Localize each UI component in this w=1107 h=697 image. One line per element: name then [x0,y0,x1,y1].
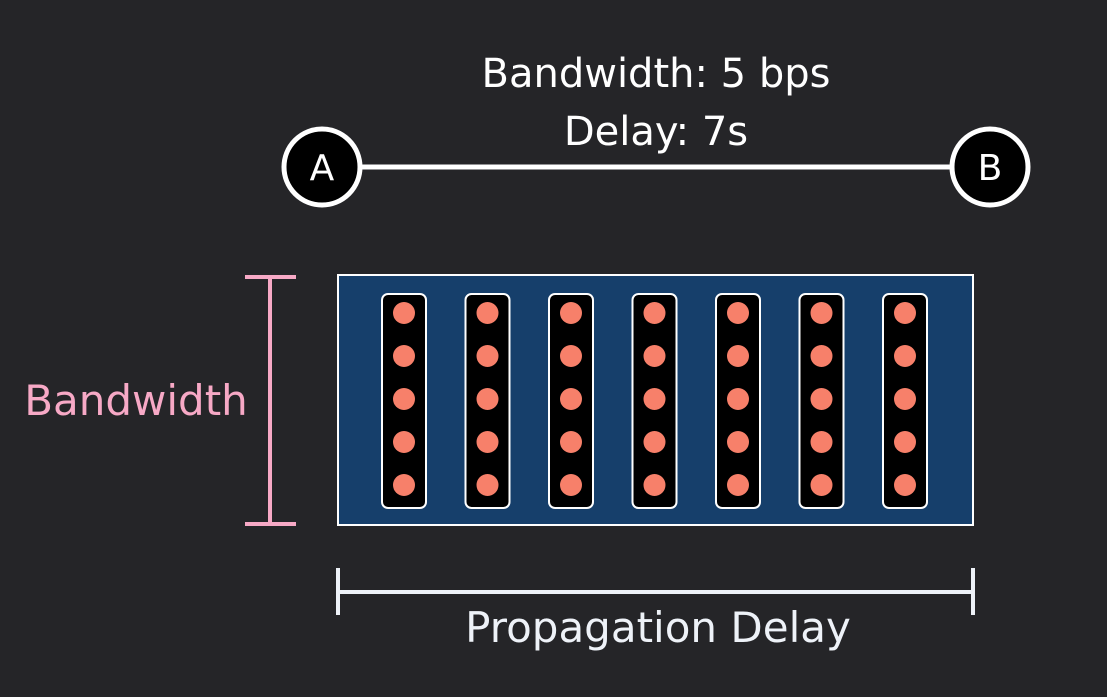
packet [894,431,916,453]
packet [643,345,666,367]
pipe-columns [381,293,928,509]
packet [810,431,833,453]
packet [643,474,666,496]
packet [810,302,833,324]
link-bandwidth-label: Bandwidth: 5 bps [481,51,831,97]
packet [476,345,499,367]
packet [727,388,749,410]
node-b-label: B [978,148,1003,189]
packet [393,388,415,410]
bandwidth-bracket [245,275,296,526]
packet [560,345,582,367]
delay-bracket [336,568,975,615]
packet [643,388,666,410]
packet [393,302,415,324]
packet [393,431,415,453]
node-b: B [949,126,1031,208]
packet [560,431,582,453]
link-delay-label: Delay: 7s [563,109,749,155]
delay-axis-label: Propagation Delay [465,603,851,652]
packet [476,431,499,453]
packet [727,345,749,367]
packet [560,302,582,324]
node-a-label: A [310,148,335,189]
packet [894,474,916,496]
packet [727,474,749,496]
packet [393,474,415,496]
node-a: A [281,126,363,208]
packet [894,388,916,410]
packet [894,302,916,324]
packet [727,431,749,453]
packet [643,431,666,453]
packet [476,388,499,410]
packet [727,302,749,324]
packet [393,345,415,367]
packet [894,345,916,367]
packet [476,474,499,496]
packet [643,302,666,324]
packet [810,388,833,410]
packet [560,474,582,496]
packet [476,302,499,324]
packet [810,474,833,496]
bandwidth-axis-label: Bandwidth [24,376,248,425]
packet [560,388,582,410]
node-b-circle [949,126,1031,208]
packet [810,345,833,367]
node-a-circle [281,126,363,208]
